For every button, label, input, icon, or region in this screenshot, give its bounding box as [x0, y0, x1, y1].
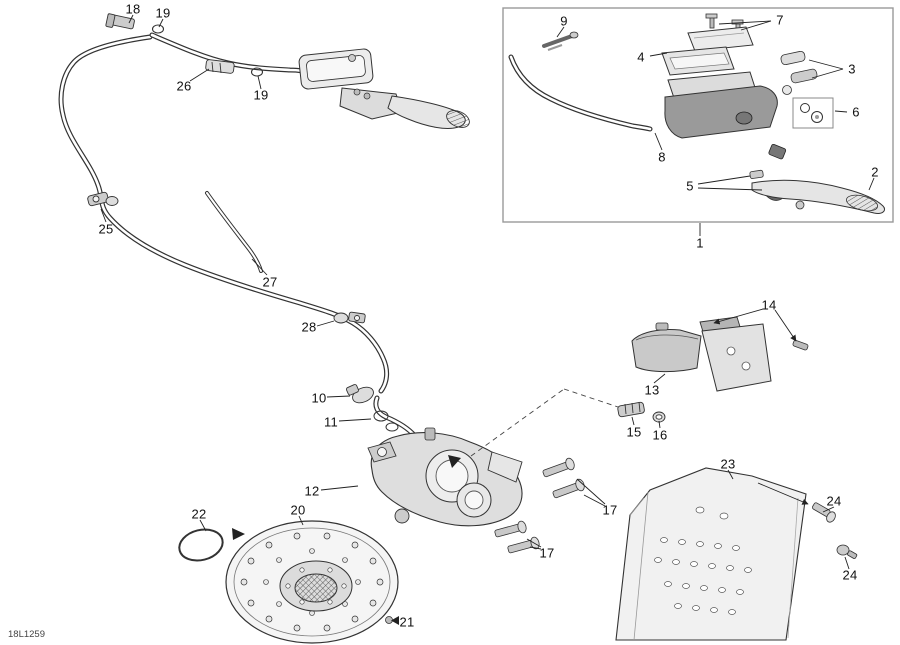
brake-pad-14	[699, 316, 809, 392]
callout-16: 16	[652, 427, 668, 443]
hose-fitting-26	[205, 59, 235, 74]
caliper-bolts-17-lower	[494, 520, 540, 554]
banjo-fitting-10	[345, 384, 374, 404]
caliper-pin-15	[617, 401, 645, 418]
callout-21: 21	[399, 614, 415, 630]
brake-guard-23	[615, 467, 807, 641]
brake-hose-8-inset	[508, 54, 653, 132]
callout-27: 27	[262, 274, 278, 290]
callout-14: 14	[761, 297, 777, 313]
diagram-code: 18L1259	[8, 629, 45, 640]
inset-mc-body	[664, 71, 787, 160]
callout-13: 13	[644, 382, 660, 398]
brake-pad-13	[631, 322, 702, 373]
hose-clamp-25	[87, 191, 119, 207]
brake-hose-27	[205, 191, 263, 273]
inset-cover-gasket-4	[661, 46, 735, 76]
assembly-dashed-lines	[470, 388, 619, 457]
banjo-bolt-18	[105, 13, 135, 30]
callout-24: 24	[842, 567, 858, 583]
guard-bolt-24a	[812, 502, 836, 523]
o-ring-22	[178, 528, 224, 562]
master-cylinder-main	[298, 48, 470, 129]
caliper-bolts-17-upper	[542, 457, 585, 499]
inset-piston-parts-3	[780, 50, 818, 95]
callout-7: 7	[776, 12, 784, 28]
arrow-to-disc	[232, 528, 245, 540]
inset-lever-pin-9	[542, 31, 579, 51]
callout-19: 19	[155, 5, 171, 21]
callout-11: 11	[323, 414, 339, 430]
hose-clamp-28	[333, 311, 366, 324]
callout-1: 1	[696, 235, 704, 251]
callout-6: 6	[852, 104, 860, 120]
brake-caliper-12	[367, 427, 523, 527]
callout-26: 26	[176, 78, 192, 94]
inset-brake-lever-2	[751, 179, 886, 214]
callout-18: 18	[125, 1, 141, 17]
brake-disc-20	[225, 520, 399, 644]
callout-24: 24	[826, 493, 842, 509]
callout-15: 15	[626, 424, 642, 440]
callout-22: 22	[191, 506, 207, 522]
callout-17: 17	[602, 502, 618, 518]
callout-20: 20	[290, 502, 306, 518]
callout-17: 17	[539, 545, 555, 561]
inset-rebuild-kit-6	[792, 97, 834, 129]
callout-4: 4	[637, 49, 645, 65]
washers-11	[373, 410, 399, 432]
callout-12: 12	[304, 483, 320, 499]
callout-19: 19	[253, 87, 269, 103]
washer-19a	[151, 24, 165, 34]
inset-detail-box	[502, 7, 894, 223]
leader-lines	[100, 14, 875, 570]
washer-19b	[250, 67, 264, 77]
callout-23: 23	[720, 456, 736, 472]
callout-10: 10	[311, 390, 327, 406]
inset-reservoir-cap	[687, 26, 754, 52]
callout-8: 8	[658, 149, 666, 165]
callout-9: 9	[560, 13, 568, 29]
guard-bolt-24b	[836, 544, 858, 559]
disc-bolt-21	[385, 616, 399, 625]
callout-25: 25	[98, 221, 114, 237]
callout-28: 28	[301, 319, 317, 335]
callout-3: 3	[848, 61, 856, 77]
callout-2: 2	[871, 164, 879, 180]
callout-5: 5	[686, 178, 694, 194]
